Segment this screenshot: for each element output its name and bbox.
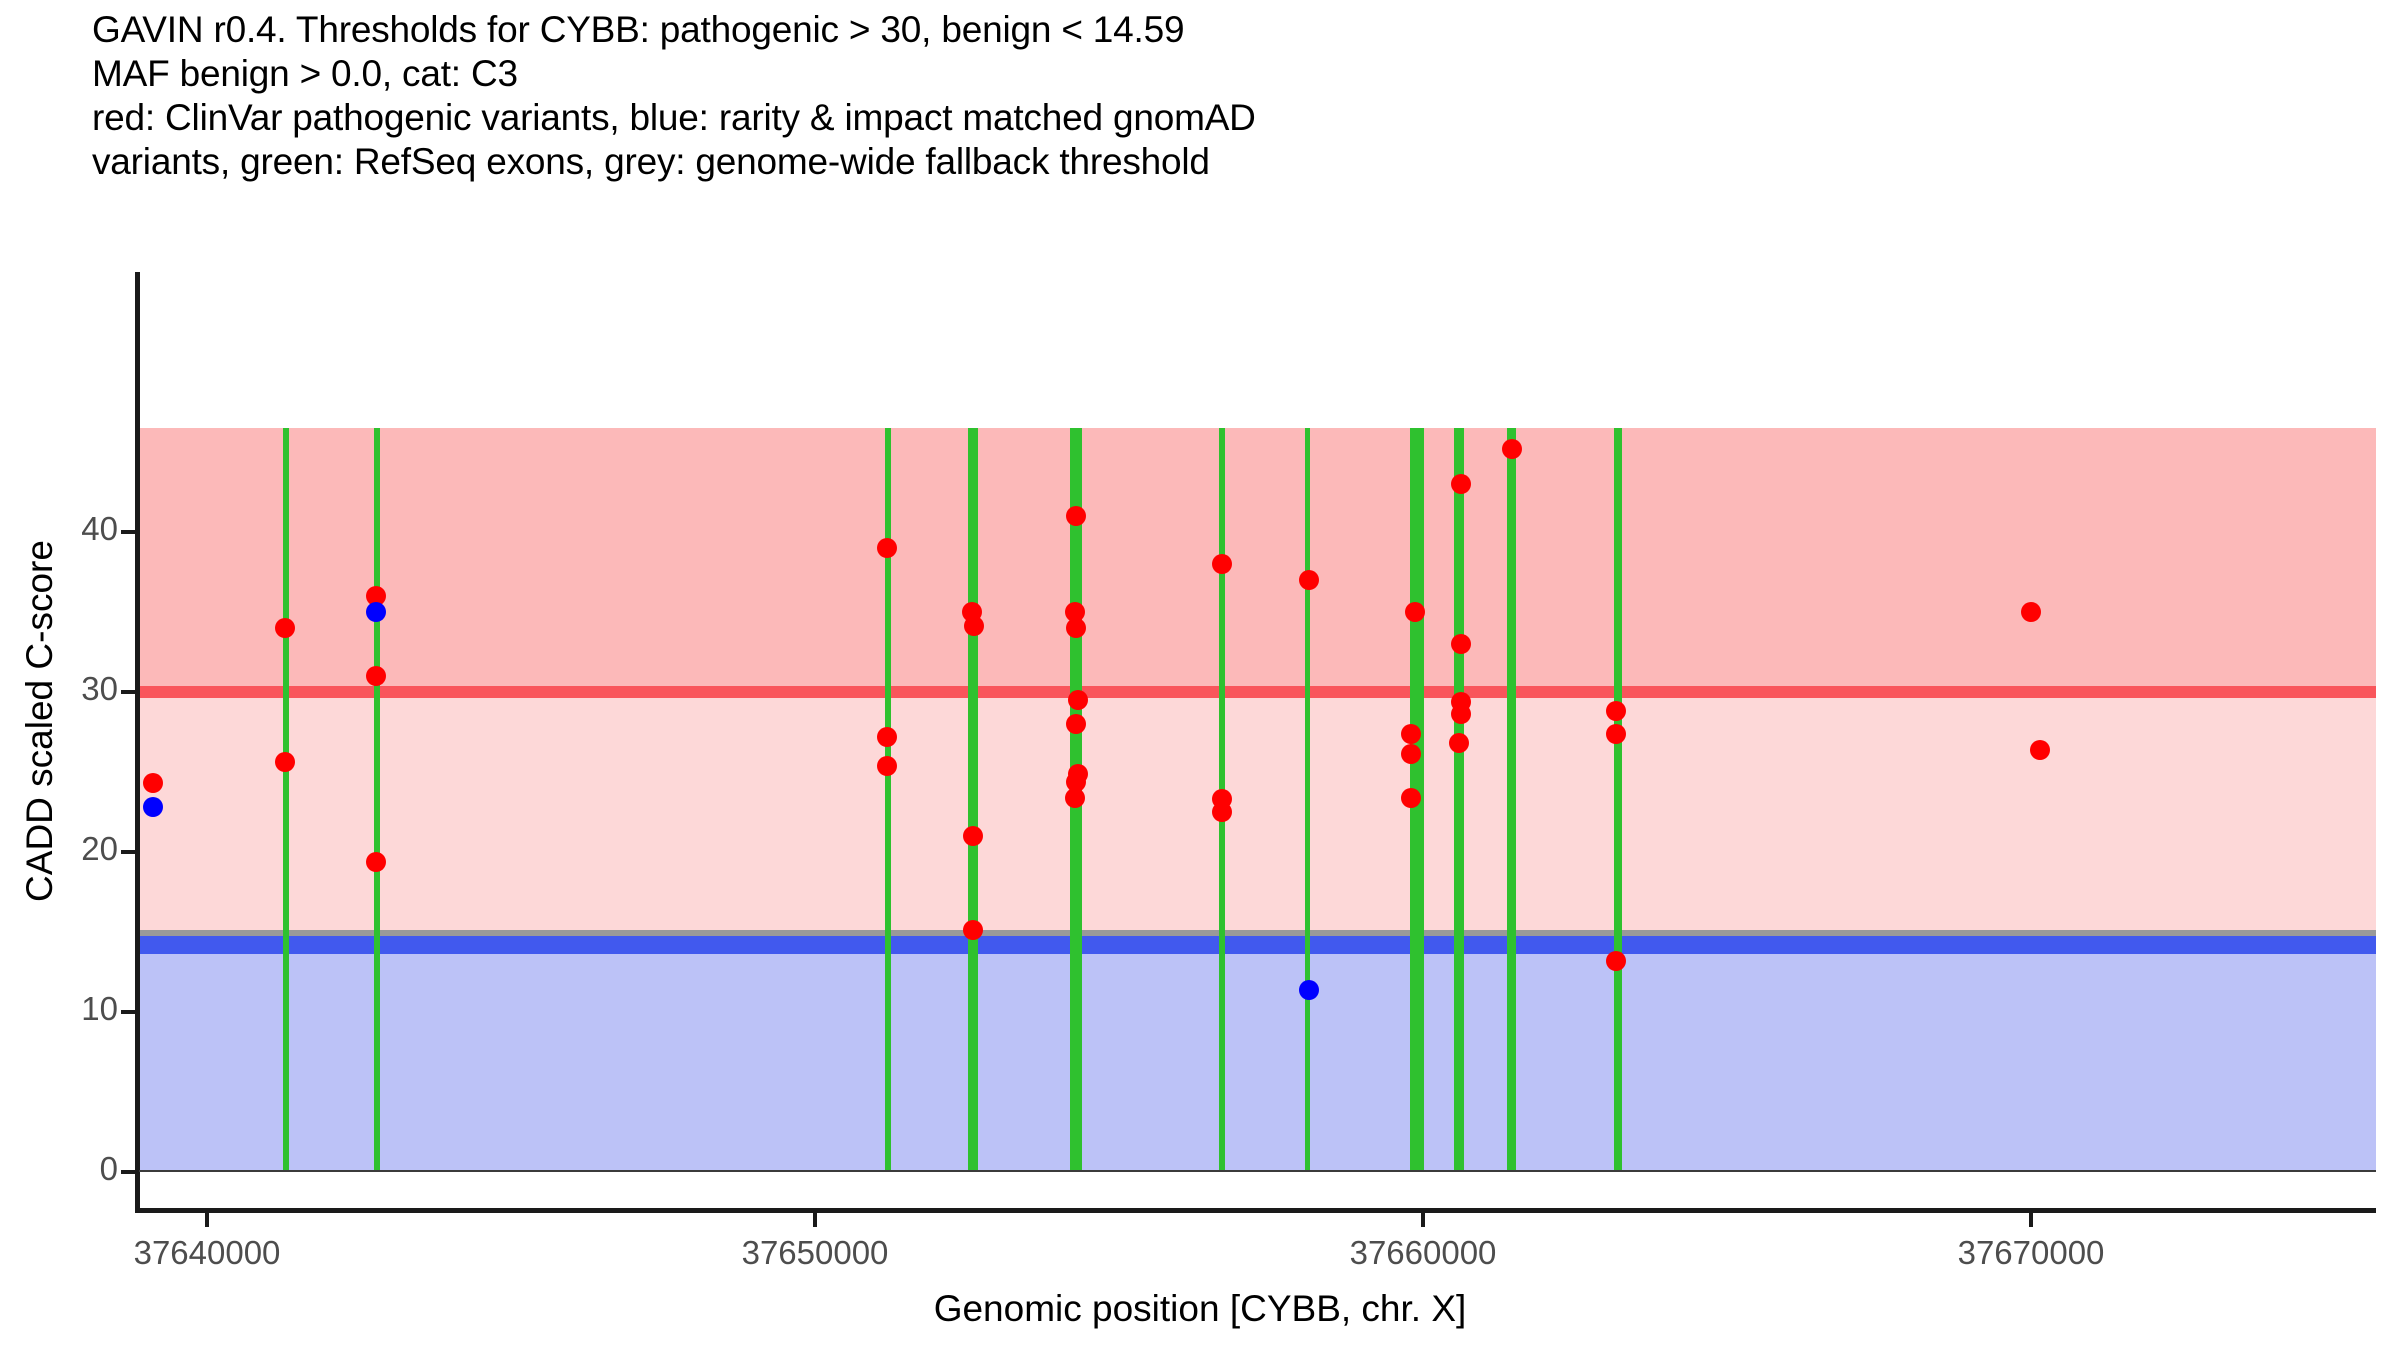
clinvar-variant-point — [2021, 602, 2041, 622]
clinvar-variant-point — [366, 586, 387, 606]
x-tick-mark-37640000 — [205, 1213, 209, 1227]
clinvar-variant-point — [1212, 802, 1233, 822]
x-tick-label-37660000: 37660000 — [1349, 1234, 1497, 1271]
plot-title: GAVIN r0.4. Thresholds for CYBB: pathoge… — [92, 8, 2342, 184]
clinvar-variant-point — [1066, 714, 1087, 734]
clinvar-variant-point — [1065, 787, 1086, 808]
clinvar-variant-point — [366, 666, 387, 686]
clinvar-variant-point — [1450, 474, 1471, 494]
gnomad-variant-point — [366, 602, 387, 622]
clinvar-variant-point — [1066, 506, 1087, 526]
clinvar-variant-point — [1212, 554, 1233, 574]
clinvar-variant-point — [1405, 602, 1426, 622]
x-tick-mark-37660000 — [1421, 1213, 1425, 1227]
gnomad-variant-point — [143, 797, 164, 818]
clinvar-variant-point — [1450, 634, 1471, 654]
region-pathogenic — [139, 428, 2376, 687]
clinvar-variant-point — [1065, 771, 1086, 792]
clinvar-variant-point — [877, 755, 898, 776]
y-tick-label-0: 0 — [99, 1150, 118, 1187]
clinvar-variant-point — [366, 851, 387, 872]
region-intermediate — [139, 698, 2376, 931]
y-tick-label-20: 20 — [81, 830, 118, 867]
title-line-3: red: ClinVar pathogenic variants, blue: … — [92, 97, 1256, 138]
title-line-2: MAF benign > 0.0, cat: C3 — [92, 53, 518, 94]
exon-line-0 — [283, 428, 290, 1172]
y-tick-mark-0 — [121, 1170, 135, 1174]
clinvar-variant-point — [1400, 787, 1421, 808]
title-line-4: variants, green: RefSeq exons, grey: gen… — [92, 141, 1210, 182]
clinvar-variant-point — [1065, 602, 1086, 622]
y-tick-mark-30 — [121, 690, 135, 694]
exon-line-1 — [374, 428, 381, 1172]
y-tick-mark-10 — [121, 1010, 135, 1014]
clinvar-variant-point — [1502, 438, 1523, 459]
clinvar-variant-point — [1449, 733, 1470, 754]
region-benign-threshold — [139, 936, 2376, 955]
y-tick-label-30: 30 — [81, 670, 118, 707]
title-line-1: GAVIN r0.4. Thresholds for CYBB: pathoge… — [92, 9, 1185, 50]
region-fallback-threshold — [139, 930, 2376, 936]
clinvar-variant-point — [1606, 701, 1627, 722]
clinvar-variant-point — [963, 826, 984, 846]
y-axis-label: CADD scaled C-score — [19, 540, 60, 902]
clinvar-variant-point — [964, 616, 985, 637]
clinvar-variant-point — [275, 618, 296, 638]
x-tick-label-37650000: 37650000 — [741, 1234, 889, 1271]
x-axis-label: Genomic position [CYBB, chr. X] — [933, 1288, 1467, 1329]
clinvar-variant-point — [1606, 723, 1627, 744]
clinvar-variant-point — [2030, 739, 2051, 760]
clinvar-variant-point — [1298, 570, 1319, 590]
exon-line-6 — [1304, 428, 1310, 1172]
clinvar-variant-point — [275, 752, 296, 773]
exon-line-3 — [968, 428, 979, 1172]
exon-line-8 — [1454, 428, 1465, 1172]
clinvar-variant-point — [1066, 618, 1087, 638]
region-benign — [139, 954, 2376, 1172]
clinvar-variant-point — [1450, 704, 1471, 725]
x-tick-label-37670000: 37670000 — [1957, 1234, 2105, 1271]
clinvar-variant-point — [877, 538, 898, 558]
zero-baseline — [139, 1170, 2376, 1172]
exon-line-9 — [1506, 428, 1516, 1172]
x-tick-label-37640000: 37640000 — [133, 1234, 281, 1271]
y-tick-label-10: 10 — [81, 990, 118, 1027]
plot-panel — [139, 272, 2376, 1212]
clinvar-variant-point — [1400, 744, 1421, 765]
exon-line-2 — [884, 428, 891, 1172]
y-tick-mark-40 — [121, 530, 135, 534]
gnomad-variant-point — [1299, 979, 1320, 1000]
y-axis-line — [135, 272, 140, 1213]
x-tick-mark-37650000 — [813, 1213, 817, 1227]
x-axis-line — [135, 1208, 2376, 1213]
clinvar-variant-point — [1400, 723, 1421, 744]
clinvar-variant-point — [1606, 950, 1627, 971]
clinvar-variant-point — [877, 726, 898, 747]
y-tick-mark-20 — [121, 850, 135, 854]
y-tick-label-40: 40 — [81, 510, 118, 547]
clinvar-variant-point — [963, 920, 984, 941]
exon-line-10 — [1613, 428, 1622, 1172]
region-pathogenic-threshold — [139, 686, 2376, 699]
clinvar-variant-point — [1068, 690, 1089, 710]
x-tick-mark-37670000 — [2029, 1213, 2033, 1227]
clinvar-variant-point — [143, 773, 164, 794]
